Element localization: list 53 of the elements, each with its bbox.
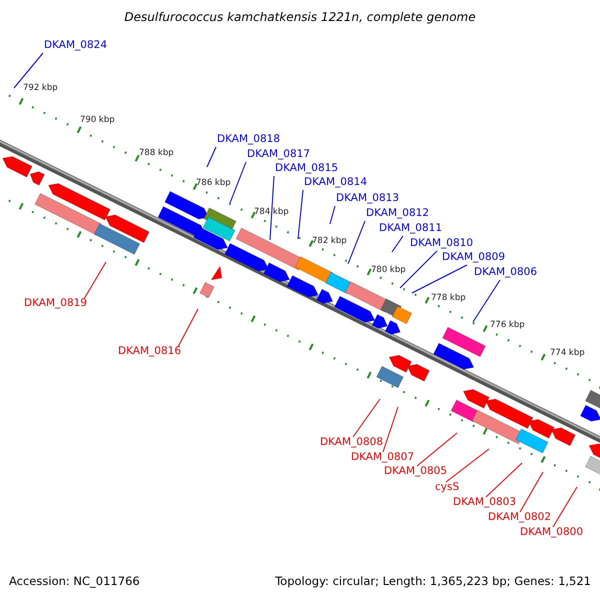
scale-label: 780 kbp	[371, 265, 406, 275]
scale-label: 786 kbp	[196, 178, 231, 188]
scale-label: 792 kbp	[23, 83, 58, 93]
title: Desulfurococcus kamchatkensis 1221n, complete genome	[123, 10, 477, 24]
scale-label: 774 kbp	[550, 348, 585, 358]
gene-label: DKAM_0808	[320, 436, 383, 449]
gene-label: DKAM_0818	[217, 133, 280, 146]
scale-label: 778 kbp	[431, 293, 466, 303]
gene-label: DKAM_0824	[44, 39, 107, 52]
gene-label: DKAM_0805	[384, 465, 447, 478]
gene-label: DKAM_0814	[304, 176, 367, 189]
leader-line	[472, 280, 500, 322]
gene-label: DKAM_0806	[474, 266, 537, 279]
gene-label: DKAM_0809	[442, 251, 505, 264]
leader-line	[400, 250, 438, 288]
gene-label: DKAM_0807	[351, 451, 414, 464]
leader-line	[392, 236, 404, 252]
footer-text: Topology: circular; Length: 1,365,223 bp; Genes: 1,521	[275, 574, 591, 588]
leader-line	[348, 220, 366, 264]
gene-label: DKAM_0811	[379, 222, 442, 235]
leader-line	[298, 190, 304, 240]
leader-line	[486, 462, 522, 498]
leader-line	[178, 308, 198, 348]
leader-line	[352, 398, 380, 438]
gene-label: DKAM_0802	[488, 511, 551, 524]
leader-line	[416, 432, 458, 466]
scale-label: 788 kbp	[139, 148, 174, 158]
footer-text: Accession: NC_011766	[9, 574, 140, 588]
gene-label: DKAM_0803	[453, 496, 516, 509]
leader-line	[206, 146, 216, 168]
leader-line	[14, 52, 44, 88]
gene-label: DKAM_0815	[275, 162, 338, 175]
leader-line	[412, 264, 468, 294]
scale-label: 784 kbp	[254, 207, 289, 217]
leader-line	[270, 176, 274, 240]
gene-label: DKAM_0800	[520, 526, 583, 539]
gene-label: DKAM_0810	[410, 237, 473, 250]
scale-label: 776 kbp	[490, 320, 525, 330]
leader-line	[552, 486, 578, 528]
leader-line	[84, 262, 106, 300]
leader-line	[330, 206, 336, 224]
leader-line	[230, 162, 246, 204]
leader-line	[382, 406, 398, 452]
gene-label: DKAM_0812	[366, 207, 429, 220]
leader-line	[520, 472, 544, 512]
leader-line	[446, 448, 490, 482]
scale-label: 782 kbp	[312, 236, 347, 246]
gene-label: cysS	[435, 481, 460, 494]
gene-label: DKAM_0819	[24, 297, 87, 310]
gene-label: DKAM_0813	[336, 192, 399, 205]
scale-label: 790 kbp	[80, 115, 115, 125]
gene-label: DKAM_0816	[118, 345, 181, 358]
gene-label: DKAM_0817	[247, 148, 310, 161]
